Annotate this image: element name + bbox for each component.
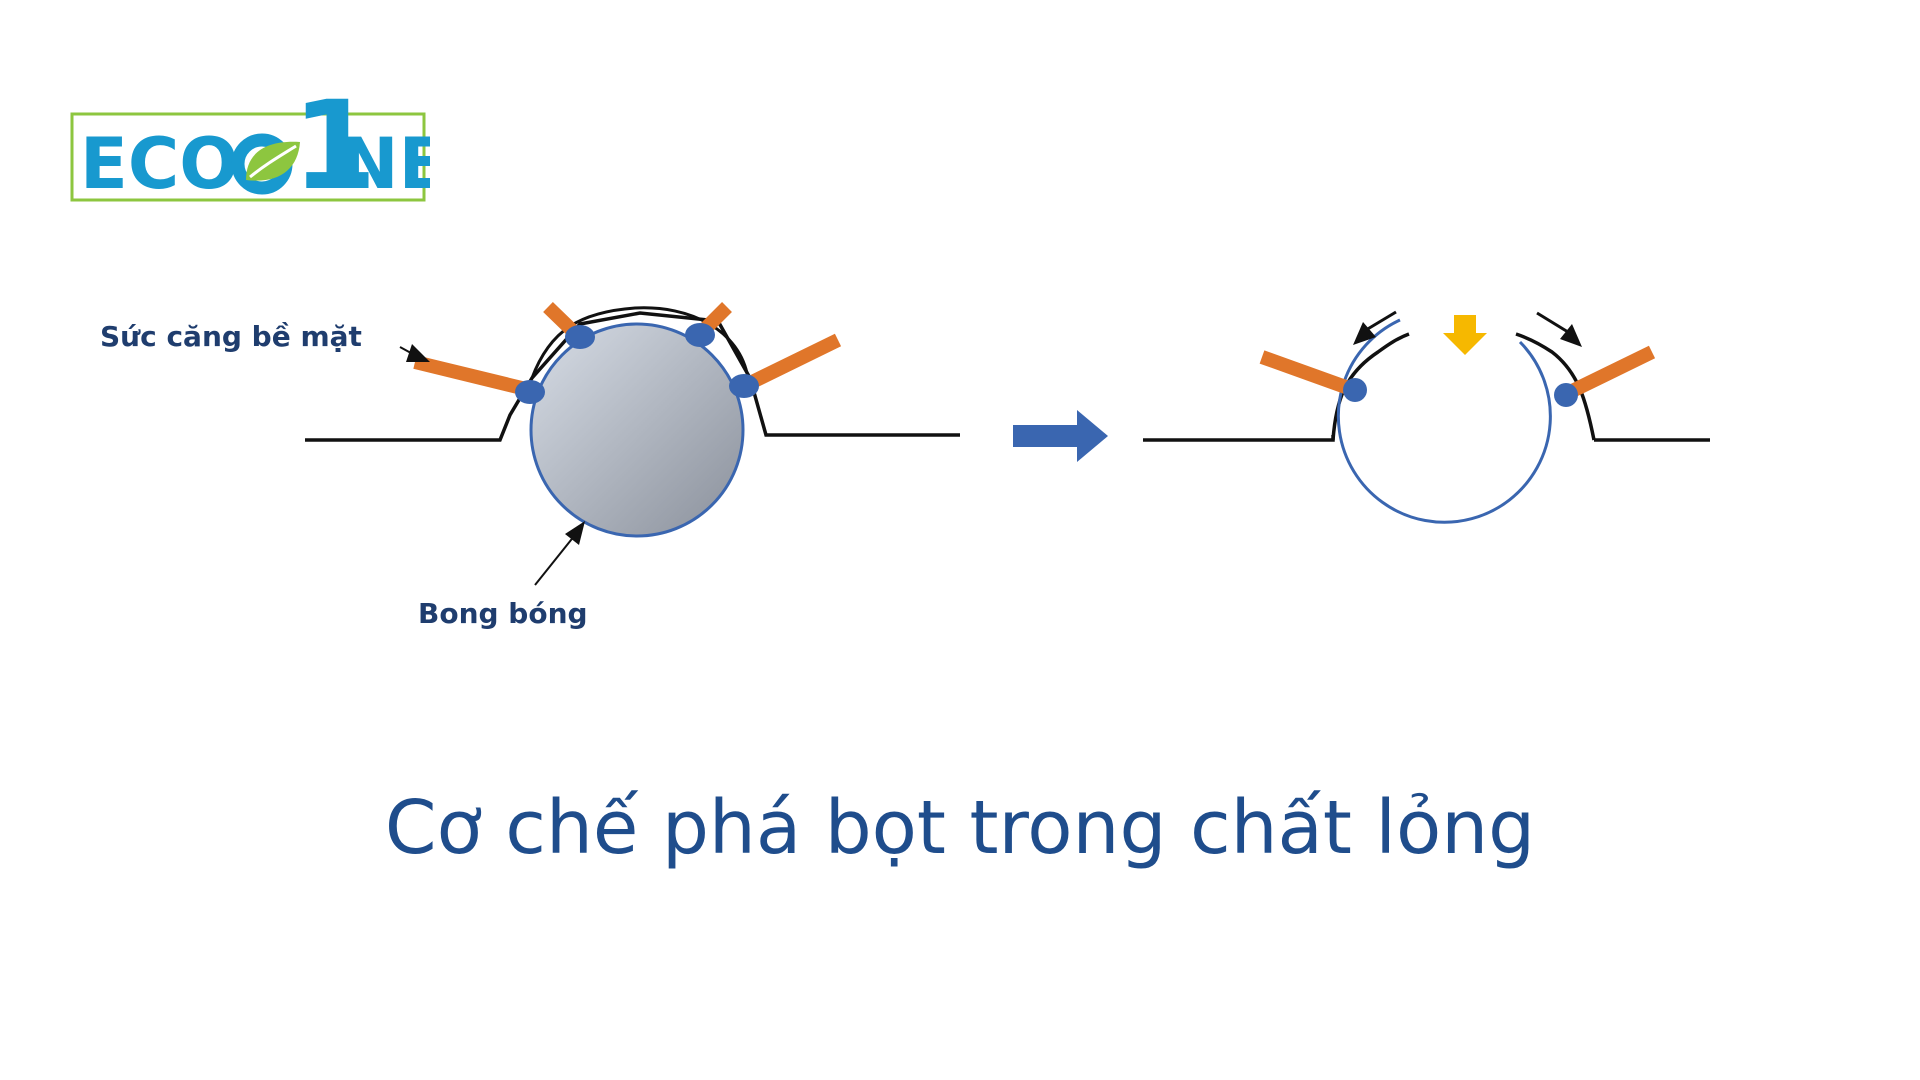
leaf-vein-icon <box>249 144 297 179</box>
logo-text-right: NE <box>340 123 430 205</box>
surfactant-head <box>515 380 545 404</box>
surface-film-arc <box>530 306 750 379</box>
liquid-surface-line-left <box>1143 435 1335 442</box>
panel-after <box>1143 310 1710 524</box>
surfactant-tail <box>413 355 532 397</box>
surfactant-head <box>729 374 759 398</box>
burst-arrow-right-icon <box>1560 324 1582 347</box>
burst-down-arrow-icon <box>1443 333 1487 355</box>
surfactant-tail <box>1562 345 1656 401</box>
bubble-pointer-arrowhead-icon <box>565 521 585 545</box>
bubble <box>529 322 745 538</box>
logo-frame <box>70 112 426 202</box>
liquid-surface-line <box>305 311 960 442</box>
surfactant-head <box>1343 378 1367 402</box>
surfactant-head <box>685 323 715 347</box>
burst-down-arrow-shaft <box>1454 315 1476 335</box>
transition-arrow-head <box>1077 410 1108 462</box>
tension-pointer-arrowhead-icon <box>406 344 430 362</box>
transition-arrow-icon <box>1013 410 1108 462</box>
surfactant-tail <box>740 333 842 393</box>
surface-film-left <box>1331 332 1410 441</box>
ecoone-logo: ECO 1 NE <box>70 80 430 210</box>
surfactant-head <box>565 325 595 349</box>
panel-before <box>305 301 960 586</box>
broken-bubble <box>1336 318 1552 524</box>
logo-text-left: ECO <box>80 123 239 205</box>
bubble-label: Bong bóng <box>418 597 588 630</box>
logo-numeral: 1 <box>292 80 377 210</box>
surfactant-tail <box>1259 350 1357 397</box>
transition-arrow-shaft <box>1013 425 1079 447</box>
diagram-caption: Cơ chế phá bọt trong chất lỏng <box>384 785 1536 871</box>
surfactant-head <box>1554 383 1578 407</box>
burst-arrow-right-line <box>1536 311 1569 334</box>
burst-arrow-left-line <box>1365 310 1397 332</box>
surface-film-right <box>1515 332 1596 441</box>
burst-arrow-left-icon <box>1353 322 1376 345</box>
surface-tension-label: Sức căng bề mặt <box>100 320 362 353</box>
bubble-pointer-line <box>534 534 576 586</box>
